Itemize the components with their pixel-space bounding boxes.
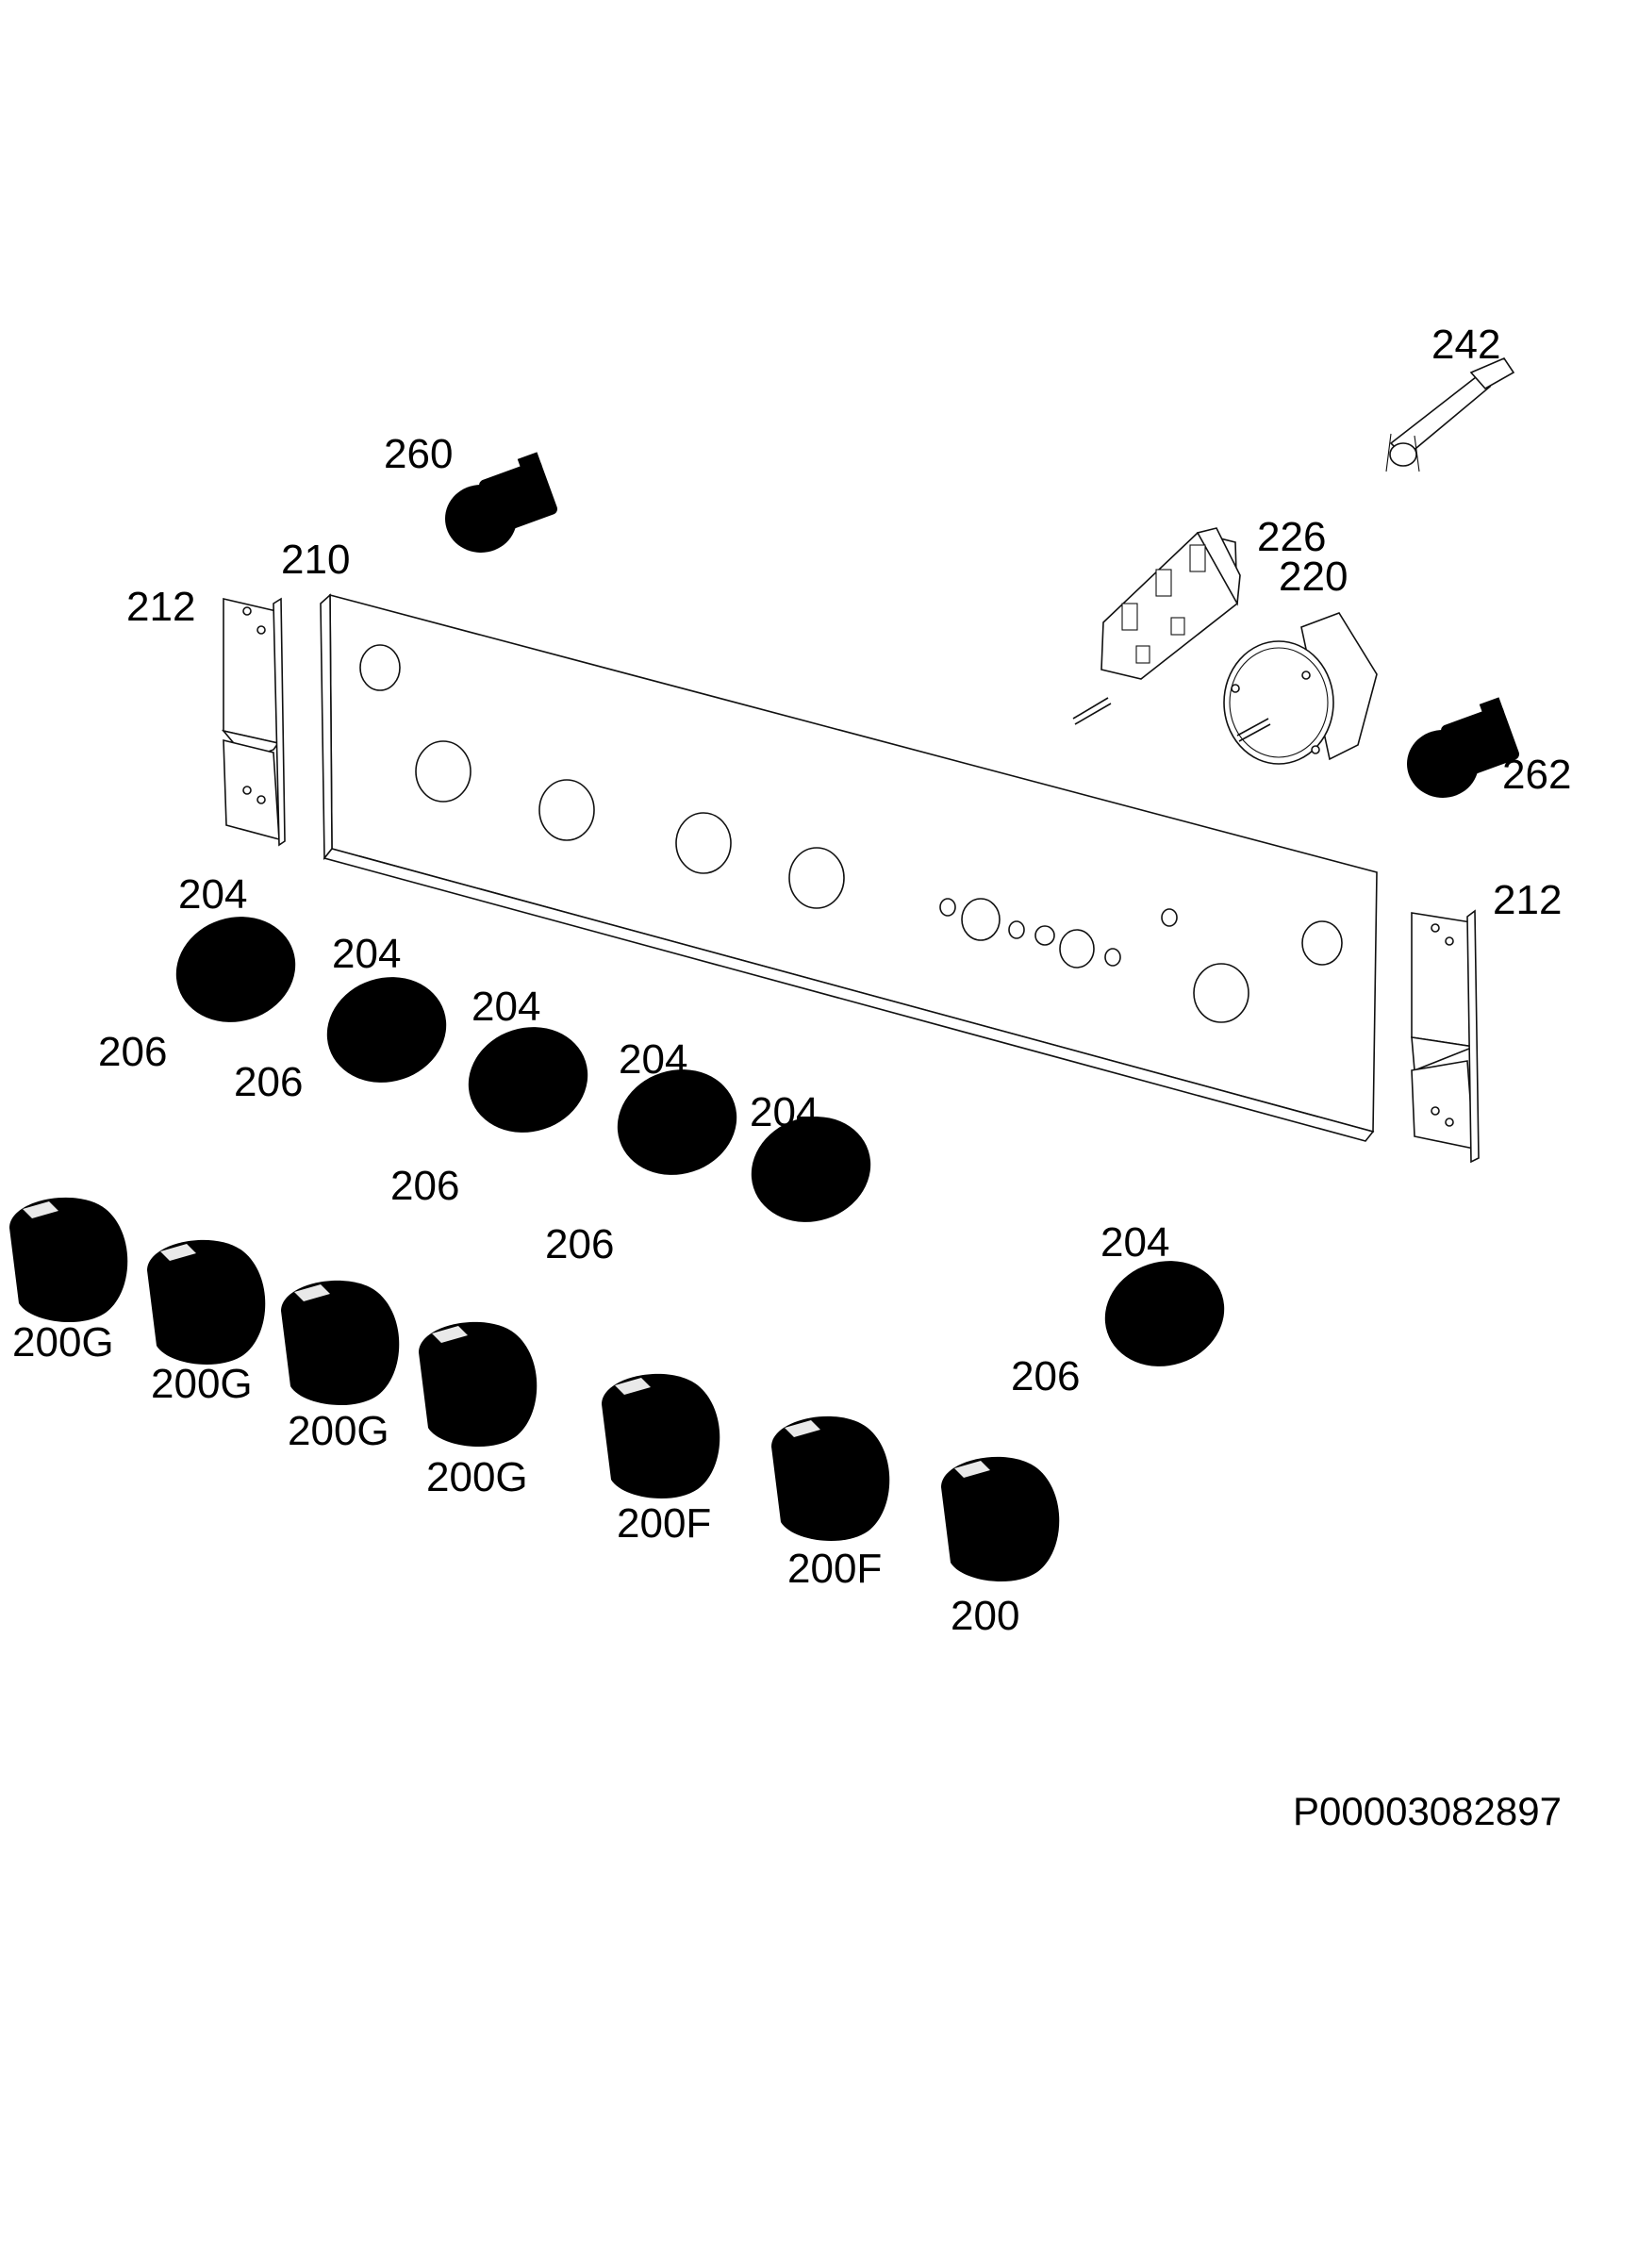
callout-262: 262 xyxy=(1502,752,1572,798)
bezel-204-3 xyxy=(455,1011,602,1149)
callout-206-4: 206 xyxy=(545,1221,615,1267)
knob-200F-2 xyxy=(771,1415,890,1542)
document-id: P00003082897 xyxy=(1293,1789,1562,1833)
thermostat-226 xyxy=(1072,527,1241,725)
side-bracket-212-right xyxy=(1411,909,1480,1164)
spring-206-3 xyxy=(449,1217,479,1250)
control-panel-210 xyxy=(320,593,1378,1142)
callout-200G-4: 200G xyxy=(426,1454,528,1500)
callout-206-2: 206 xyxy=(234,1059,304,1105)
callout-260: 260 xyxy=(384,431,454,477)
callout-220: 220 xyxy=(1279,554,1348,600)
bezel-204-6 xyxy=(1091,1245,1238,1382)
timer-220 xyxy=(1223,612,1378,765)
bezel-204-2 xyxy=(313,961,460,1099)
callout-206-5: 206 xyxy=(1011,1353,1081,1399)
callout-206-3: 206 xyxy=(390,1163,460,1209)
callout-200G-2: 200G xyxy=(151,1361,253,1407)
callout-204-5: 204 xyxy=(750,1089,819,1135)
spring-206-1 xyxy=(164,1077,194,1111)
callout-204-6: 204 xyxy=(1100,1219,1170,1266)
callout-204-2: 204 xyxy=(332,931,402,977)
callout-200G-1: 200G xyxy=(12,1319,114,1366)
spring-206-2 xyxy=(289,1106,319,1140)
spring-206-4 xyxy=(602,1267,632,1301)
side-bracket-212-left xyxy=(221,597,286,847)
callout-200F-1: 200F xyxy=(617,1500,712,1547)
knob-200G-4 xyxy=(419,1321,538,1448)
callout-200G-3: 200G xyxy=(288,1408,389,1454)
knob-200F-1 xyxy=(602,1373,720,1499)
callout-204-3: 204 xyxy=(472,984,541,1030)
knob-200G-2 xyxy=(147,1239,266,1366)
signal-lamp-260 xyxy=(445,452,559,553)
callout-204-4: 204 xyxy=(619,1036,688,1083)
callout-226: 226 xyxy=(1257,514,1327,560)
callout-200F-2: 200F xyxy=(787,1546,883,1592)
knob-200G-3 xyxy=(281,1280,400,1406)
knob-200 xyxy=(941,1456,1060,1582)
callout-200: 200 xyxy=(951,1593,1020,1639)
callout-210: 210 xyxy=(281,537,351,583)
switch-242 xyxy=(1385,357,1515,472)
callout-206-1: 206 xyxy=(98,1029,168,1075)
bezel-204-1 xyxy=(162,901,309,1038)
callout-204-1: 204 xyxy=(178,871,248,918)
spring-206-5 xyxy=(1070,1406,1100,1440)
callout-212-right: 212 xyxy=(1493,877,1563,923)
callout-212-left: 212 xyxy=(126,584,196,630)
callout-242: 242 xyxy=(1431,322,1501,368)
knob-200G-1 xyxy=(9,1197,128,1323)
